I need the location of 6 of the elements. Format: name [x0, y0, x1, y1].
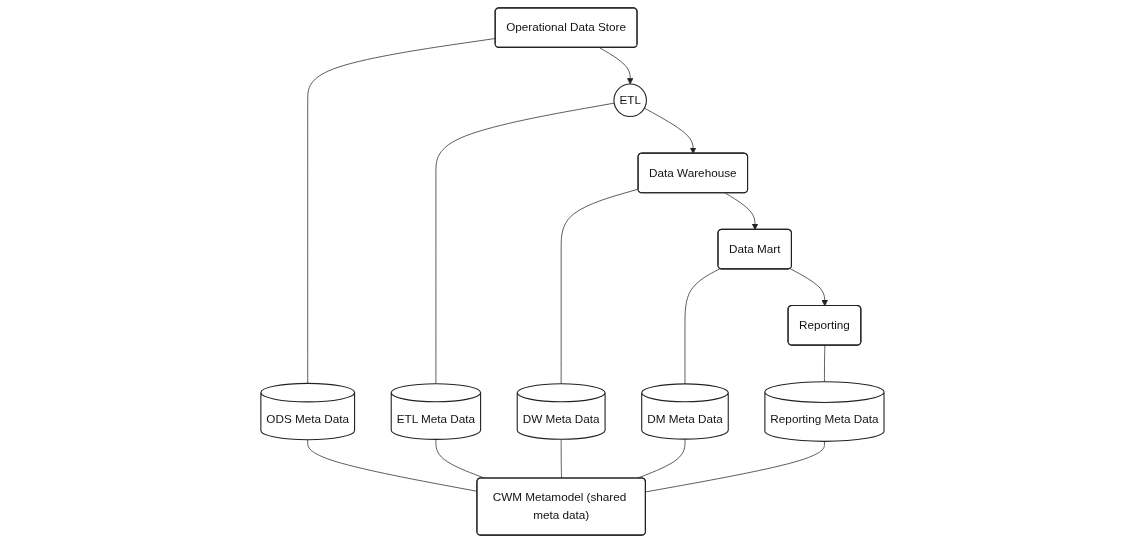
connector: [560, 438, 562, 479]
connector: [823, 345, 825, 383]
node-circle: ETL: [612, 83, 647, 118]
connector: [644, 441, 825, 493]
connector: [684, 268, 720, 385]
connector: [560, 188, 639, 385]
